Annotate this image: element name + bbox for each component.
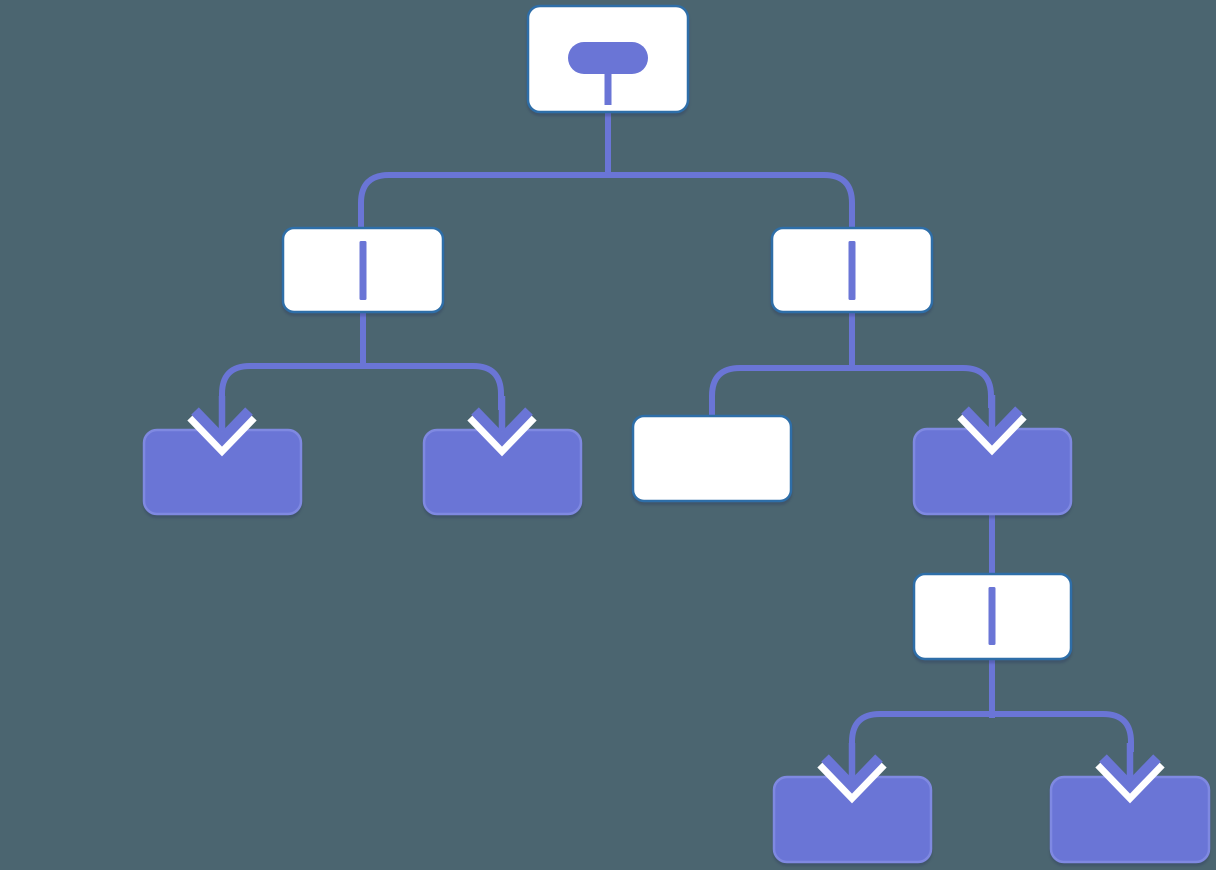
connector-bottom-subtree-tee — [849, 650, 1134, 752]
node-root[interactable] — [526, 4, 690, 114]
root-pill-icon — [568, 42, 648, 105]
connector-right-subtree-tee — [709, 300, 994, 420]
vertical-bar-icon — [359, 241, 367, 300]
node-empty[interactable] — [631, 414, 793, 503]
connector-level2-tee — [358, 172, 855, 232]
vertical-bar-icon — [988, 587, 996, 645]
node-split-bottom[interactable] — [912, 572, 1073, 661]
node-split-left[interactable] — [281, 226, 445, 314]
connector-left-subtree-tee — [219, 300, 504, 410]
node-split-right[interactable] — [770, 226, 934, 314]
vertical-bar-icon — [848, 241, 856, 300]
